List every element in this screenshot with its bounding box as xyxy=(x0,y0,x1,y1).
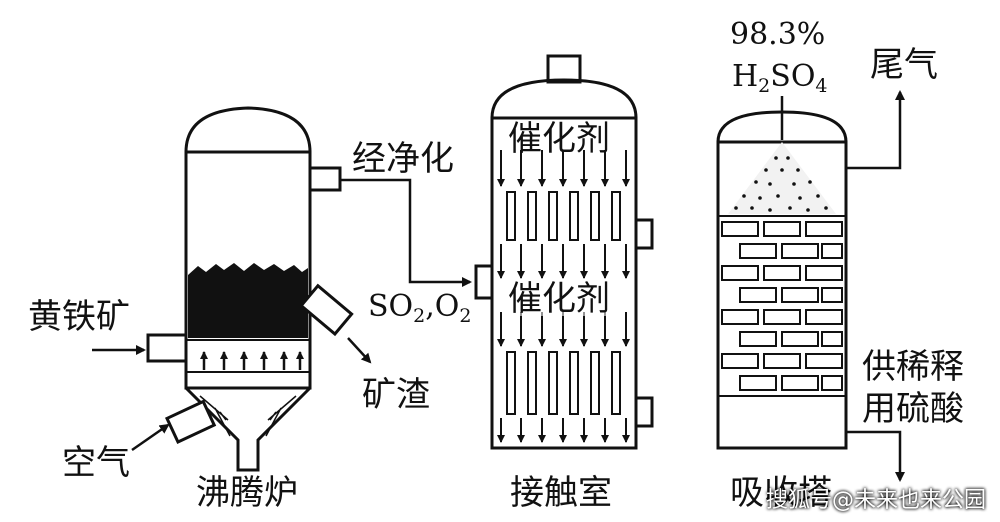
dilute-line2-label: 用硫酸 xyxy=(862,389,964,429)
furnace-label: 沸腾炉 xyxy=(196,473,298,513)
absorption-tower xyxy=(716,96,848,450)
acid-label: H2SO4 xyxy=(732,59,828,97)
tail-gas-label: 尾气 xyxy=(870,45,938,85)
watermark: 搜狐号@未来也来公园 xyxy=(765,488,986,513)
catalyst-top-label: 催化剂 xyxy=(508,119,610,159)
packing-bricks xyxy=(721,221,843,391)
tail-gas-arrow xyxy=(846,90,905,170)
air-label: 空气 xyxy=(62,443,130,483)
concentration-label: 98.3% xyxy=(730,17,826,52)
slag-label: 矿渣 xyxy=(362,375,430,415)
absorption-tower-label: 吸收塔 xyxy=(730,473,832,513)
contact-chamber xyxy=(474,54,654,450)
slag-arrow xyxy=(347,337,372,364)
purification-label: 经净化 xyxy=(352,139,454,179)
gases-label: SO2,O2 xyxy=(368,289,472,327)
dilute-line1-label: 供稀释 xyxy=(862,347,964,387)
boiling-furnace xyxy=(146,106,354,472)
feed-ore-label: 黄铁矿 xyxy=(28,297,130,337)
acid-spray xyxy=(734,156,828,212)
gas-flow-down-arrows xyxy=(497,150,630,443)
gas-pipe xyxy=(340,178,472,287)
air-feed-arrow xyxy=(131,423,170,452)
dilute-acid-arrow xyxy=(846,430,905,482)
catalyst-tubes xyxy=(506,191,621,415)
contact-chamber-label: 接触室 xyxy=(510,473,612,513)
catalyst-mid-label: 催化剂 xyxy=(508,279,610,319)
airflow-up-arrows xyxy=(200,351,304,370)
